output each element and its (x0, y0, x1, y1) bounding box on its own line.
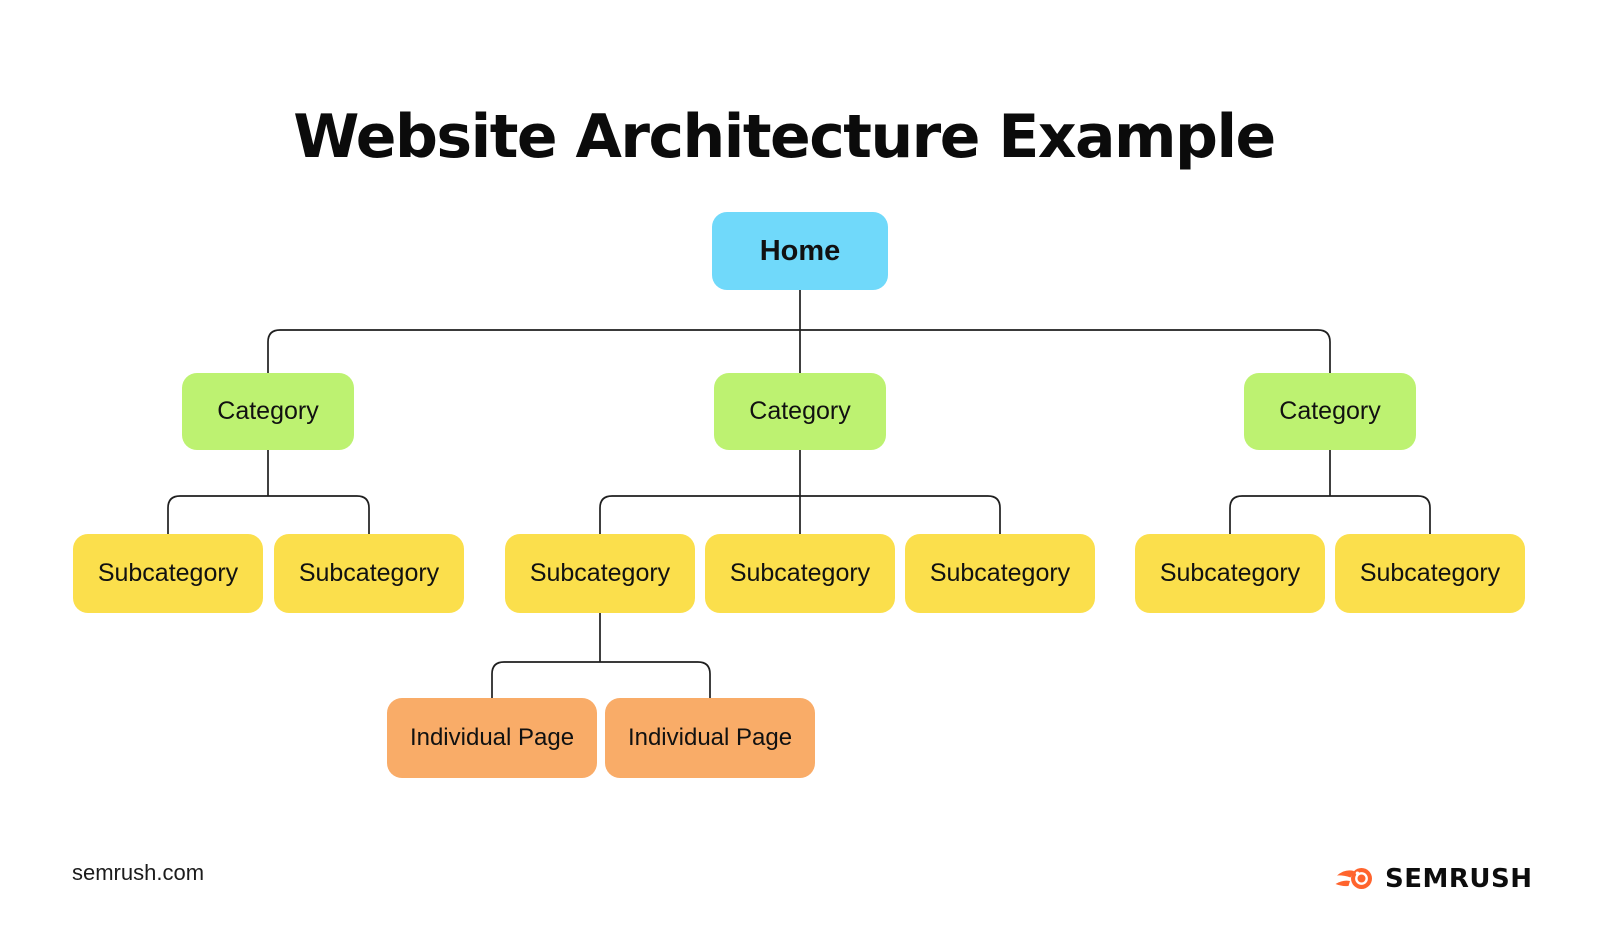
semrush-logo-text: SEMRUSH (1385, 864, 1533, 894)
node-subcategory-2-label: Subcategory (298, 559, 440, 587)
node-category-1: Category (182, 373, 354, 450)
node-individual-page-1-label: Individual Page (409, 724, 575, 751)
connector-cat1-bracket (167, 495, 370, 534)
node-subcategory-1-label: Subcategory (97, 559, 239, 587)
node-home: Home (712, 212, 888, 290)
node-subcategory-4-label: Subcategory (729, 559, 871, 587)
page-title: Website Architecture Example (293, 102, 1276, 173)
node-category-1-label: Category (217, 397, 319, 425)
node-category-3-label: Category (1279, 397, 1381, 425)
node-subcategory-4: Subcategory (705, 534, 895, 613)
node-subcategory-1: Subcategory (73, 534, 263, 613)
connector-cat3-bracket (1229, 495, 1431, 534)
footer-site-url: semrush.com (72, 860, 205, 885)
connector-sub3-bracket (491, 661, 711, 698)
node-category-2: Category (714, 373, 886, 450)
node-home-label: Home (759, 234, 841, 267)
node-subcategory-7: Subcategory (1335, 534, 1525, 613)
semrush-logo: SEMRUSH (1334, 864, 1532, 894)
node-subcategory-5: Subcategory (905, 534, 1095, 613)
node-subcategory-6-label: Subcategory (1159, 559, 1301, 587)
node-subcategory-7-label: Subcategory (1359, 559, 1501, 587)
node-individual-page-2-label: Individual Page (627, 724, 793, 751)
connector-trunk-bracket (267, 329, 1331, 373)
semrush-fireball-icon (1335, 868, 1372, 889)
node-subcategory-6: Subcategory (1135, 534, 1325, 613)
node-individual-page-2: Individual Page (605, 698, 815, 778)
node-category-2-label: Category (749, 397, 851, 425)
node-individual-page-1: Individual Page (387, 698, 597, 778)
connector-cat2-bracket (599, 495, 1001, 534)
node-subcategory-5-label: Subcategory (929, 559, 1071, 587)
node-subcategory-2: Subcategory (274, 534, 464, 613)
node-category-3: Category (1244, 373, 1416, 450)
node-subcategory-3-label: Subcategory (529, 559, 671, 587)
node-subcategory-3: Subcategory (505, 534, 695, 613)
